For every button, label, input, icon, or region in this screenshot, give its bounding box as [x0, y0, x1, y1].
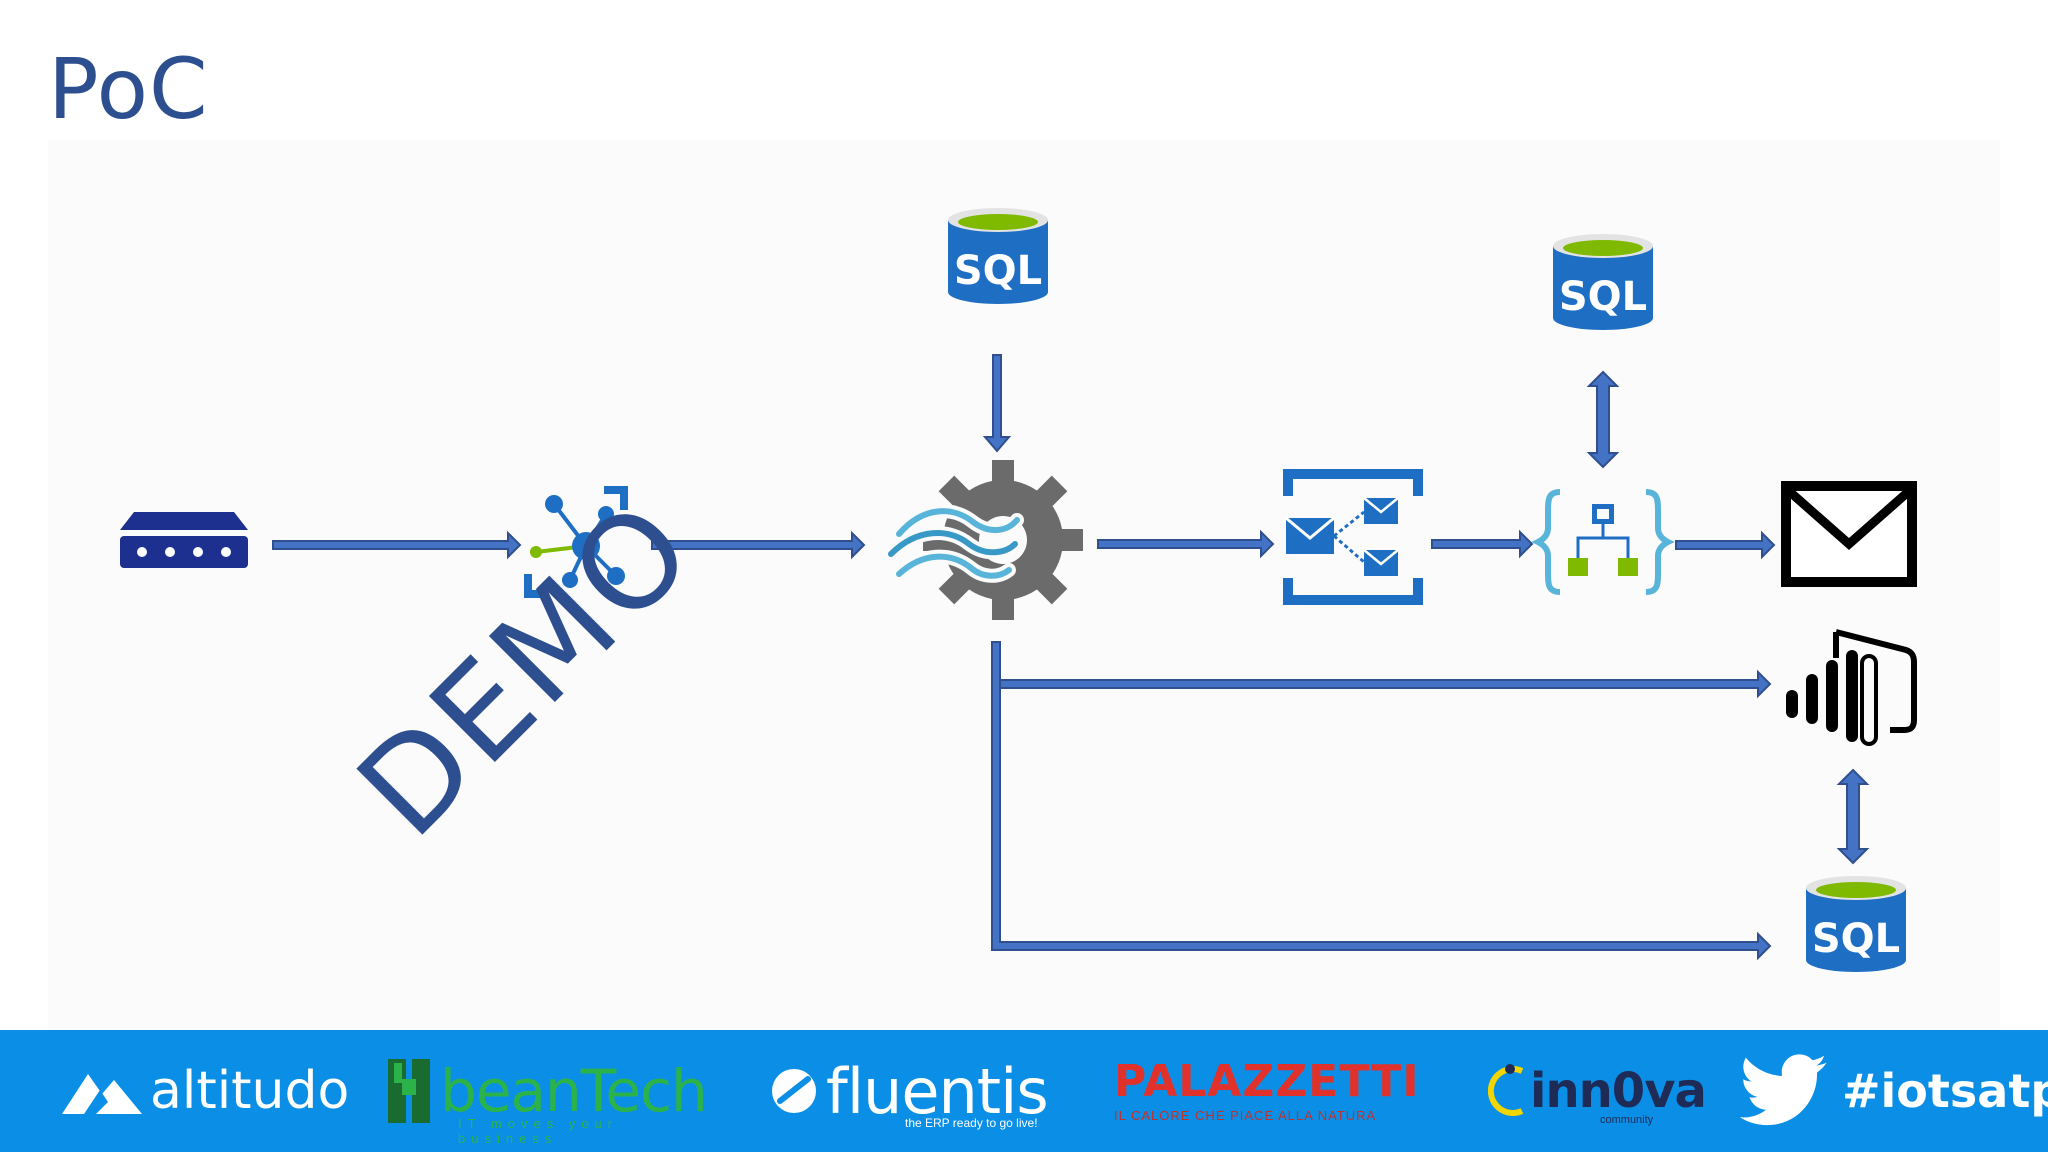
sql-database-top: SQL — [948, 208, 1048, 304]
stream-analytics-icon — [884, 460, 1083, 620]
arrow-servicebus-to-logicapp — [1431, 529, 1534, 559]
sponsor-name: inn0va — [1530, 1063, 1707, 1119]
slide-title: PoC — [48, 40, 209, 138]
arrow-stream-to-servicebus — [1097, 529, 1275, 559]
sponsor-altitudo: altitudo — [62, 1030, 349, 1152]
fluentis-logo-icon — [772, 1069, 816, 1113]
twitter-bird-icon — [1740, 1054, 1827, 1126]
service-bus-icon — [1283, 469, 1423, 605]
sponsor-hashtag: #iotsatpn — [1740, 1030, 2048, 1152]
arrow-sql-to-stream — [982, 354, 1012, 453]
arrow-logicapp-to-email — [1675, 530, 1776, 560]
sponsor-name: altitudo — [150, 1061, 350, 1121]
iot-device-icon — [120, 512, 248, 568]
arrow-stream-to-sql-bottom — [991, 641, 1772, 961]
sponsor-tagline: the ERP ready to go live! — [905, 1116, 1038, 1130]
sponsor-tagline: IL CALORE CHE PIACE ALLA NATURA — [1114, 1107, 1377, 1123]
sponsor-name: #iotsatpn — [1842, 1064, 2048, 1118]
email-icon — [1781, 481, 1917, 587]
sql-database-bottom: SQL — [1806, 876, 1906, 972]
beantech-logo-icon — [388, 1059, 430, 1123]
sql-label-right: SQL — [1559, 274, 1647, 320]
sql-label-bottom: SQL — [1812, 916, 1900, 962]
sponsor-beantech: beanTech IT moves your business — [388, 1030, 708, 1152]
sponsor-footer: altitudo beanTech IT moves your business… — [0, 1030, 2048, 1152]
diagram-canvas: SQL SQL — [48, 140, 2000, 1030]
arrow-stream-to-powerbi — [991, 641, 1772, 699]
sponsor-palazzetti: PALAZZETTI IL CALORE CHE PIACE ALLA NATU… — [1114, 1030, 1420, 1152]
iot-hub-icon — [524, 486, 628, 598]
sql-database-right: SQL — [1553, 234, 1653, 330]
sponsor-fluentis: fluentis the ERP ready to go live! — [770, 1030, 1049, 1152]
sql-label-top: SQL — [954, 248, 1042, 294]
sponsor-name: PALAZZETTI — [1114, 1055, 1420, 1107]
sponsor-innova: inn0va community — [1488, 1030, 1707, 1152]
arrow-logicapp-sql-bidirectional — [1586, 370, 1620, 469]
sponsor-name: fluentis — [826, 1054, 1049, 1128]
sponsor-tagline: IT moves your business — [458, 1116, 619, 1146]
logic-app-icon — [1531, 489, 1675, 595]
arrow-device-to-iothub — [272, 530, 522, 560]
power-bi-icon — [1786, 629, 1917, 746]
sponsor-tagline: community — [1600, 1114, 1654, 1126]
innova-logo-icon — [1488, 1064, 1524, 1116]
arrow-powerbi-sql-bidirectional — [1836, 768, 1870, 865]
arrow-iothub-to-stream — [651, 530, 866, 560]
architecture-diagram: SQL SQL — [120, 208, 1917, 972]
mountain-logo-icon — [62, 1074, 142, 1114]
arrows — [272, 354, 1870, 961]
sponsor-name: beanTech — [440, 1057, 708, 1125]
